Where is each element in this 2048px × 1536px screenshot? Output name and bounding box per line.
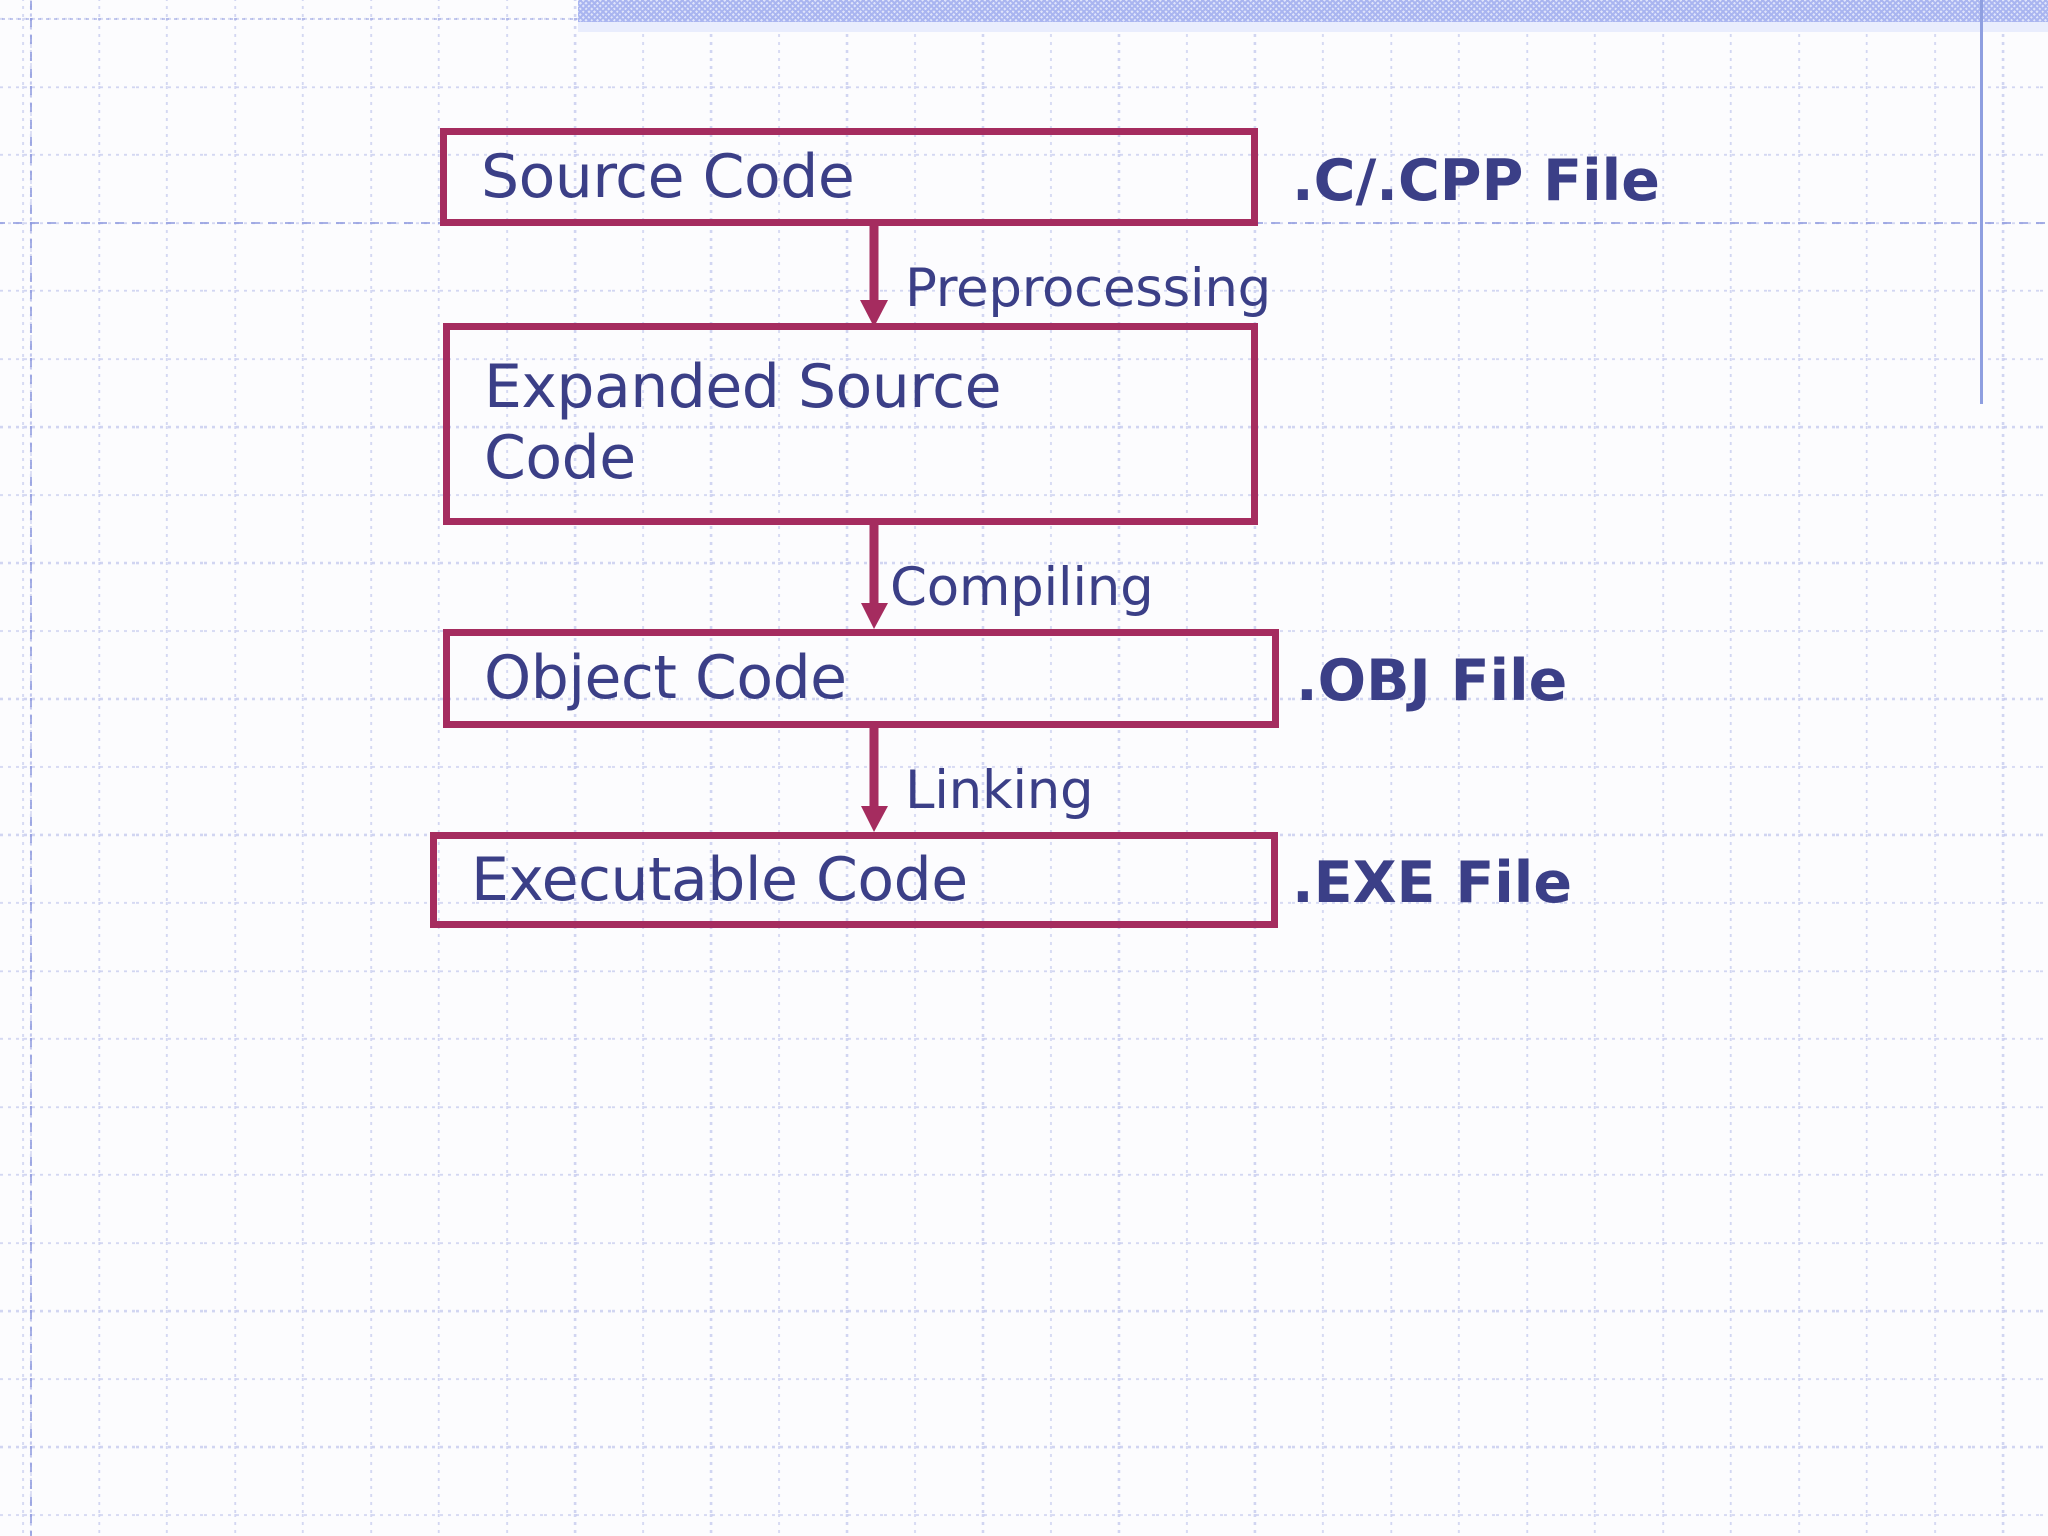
arrow-linking — [861, 728, 888, 832]
node-source-code[interactable]: Source Code — [440, 128, 1258, 226]
node-source-code-label: Source Code — [481, 141, 855, 212]
node-expanded-source-code-label-line1: Expanded Source — [484, 352, 1002, 422]
top-hatched-band — [578, 0, 2048, 22]
node-expanded-source-code-label-line2: Code — [484, 422, 636, 493]
node-executable-code-label: Executable Code — [471, 844, 968, 915]
edge-label-compiling: Compiling — [890, 557, 1154, 618]
node-expanded-source-code[interactable]: Expanded Source Code — [443, 323, 1258, 525]
top-band-fade — [578, 22, 2048, 32]
arrow-preprocessing — [860, 226, 888, 327]
node-object-code-label: Object Code — [484, 643, 847, 714]
arrow-compiling — [861, 525, 888, 629]
file-label-obj: .OBJ File — [1296, 648, 1568, 714]
right-vertical-rule — [1980, 0, 1983, 404]
edge-label-preprocessing: Preprocessing — [905, 258, 1271, 319]
file-label-exe: .EXE File — [1292, 850, 1572, 916]
node-object-code[interactable]: Object Code — [443, 629, 1279, 728]
node-executable-code[interactable]: Executable Code — [430, 832, 1278, 928]
file-label-c-cpp: .C/.CPP File — [1292, 148, 1660, 214]
edge-label-linking: Linking — [905, 760, 1094, 821]
